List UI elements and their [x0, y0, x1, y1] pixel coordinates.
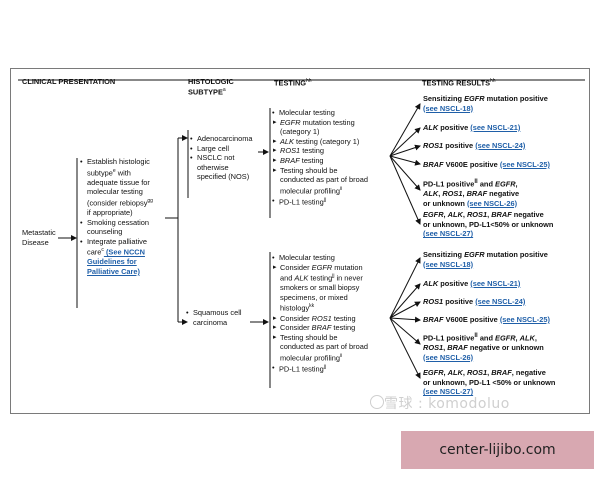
link-nscl-26-bottom[interactable]: (see NSCL-26)	[423, 352, 474, 362]
watermark-logo-icon	[370, 395, 384, 409]
result-bottom-pdl1-positive: PD-L1 positivell and EGFR, ALK, ROS1, BR…	[423, 332, 544, 362]
header-clinical-presentation: CLINICAL PRESENTATION	[22, 77, 116, 86]
result-bottom-egfr: Sensitizing EGFR mutation positive (see …	[423, 250, 548, 269]
link-nscl-27[interactable]: (see NSCL-27)	[423, 229, 474, 239]
domain-label: center-lijibo.com	[401, 431, 594, 469]
header-testing-results: TESTING RESULTShh	[422, 78, 496, 88]
histology-nonsquamous: Adenocarcinoma Large cell NSCLC notother…	[190, 134, 260, 182]
link-nscl-21-bottom[interactable]: (see NSCL-21)	[470, 279, 521, 288]
result-top-negative: EGFR, ALK, ROS1, BRAF negative or unknow…	[423, 210, 554, 239]
link-nscl-27-bottom[interactable]: (see NSCL-27)	[423, 387, 474, 397]
link-nscl-18-bottom[interactable]: (see NSCL-18)	[423, 259, 474, 269]
result-top-pdl1-positive: PD-L1 positivell and EGFR, ALK, ROS1, BR…	[423, 178, 520, 208]
link-nscl-24[interactable]: (see NSCL-24)	[475, 141, 526, 150]
result-top-egfr: Sensitizing EGFR mutation positive (see …	[423, 94, 548, 113]
testing-squamous: Molecular testing Consider EGFR mutation…	[272, 253, 396, 374]
link-nscl-21[interactable]: (see NSCL-21)	[470, 123, 521, 132]
smoking-cessation-item: Smoking cessation counseling	[80, 218, 170, 237]
link-nscl-25-bottom[interactable]: (see NSCL-25)	[499, 315, 550, 324]
header-histologic-subtype: HISTOLOGIC SUBTYPEa	[188, 77, 234, 97]
establish-histologic-item: Establish histologic subtypee with adequ…	[80, 157, 170, 218]
link-nscl-24-bottom[interactable]: (see NSCL-24)	[475, 297, 526, 306]
header-testing: TESTINGhh	[274, 78, 312, 88]
clinical-presentation-text: Metastatic Disease	[22, 228, 56, 247]
result-top-alk: ALK positive (see NSCL-21)	[423, 123, 521, 132]
link-nscl-25[interactable]: (see NSCL-25)	[499, 160, 550, 169]
result-top-braf: BRAF V600E positive (see NSCL-25)	[423, 160, 550, 169]
initial-workup-list: Establish histologic subtypee with adequ…	[80, 157, 170, 277]
palliative-care-item: Integrate palliative carec (See NCCNGuid…	[80, 237, 170, 277]
watermark-text: 雪球 : komodoluo	[384, 396, 510, 412]
result-top-ros1: ROS1 positive (see NSCL-24)	[423, 141, 526, 150]
link-nscl-26[interactable]: (see NSCL-26)	[466, 198, 518, 208]
result-bottom-negative: EGFR, ALK, ROS1, BRAF, negative or unkno…	[423, 368, 556, 397]
result-bottom-ros1: ROS1 positive (see NSCL-24)	[423, 297, 526, 306]
result-bottom-braf: BRAF V600E positive (see NSCL-25)	[423, 315, 550, 324]
link-nscl-18[interactable]: (see NSCL-18)	[423, 103, 474, 113]
result-bottom-alk: ALK positive (see NSCL-21)	[423, 279, 521, 288]
testing-nonsquamous: Molecular testing EGFR mutation testing(…	[272, 108, 396, 207]
